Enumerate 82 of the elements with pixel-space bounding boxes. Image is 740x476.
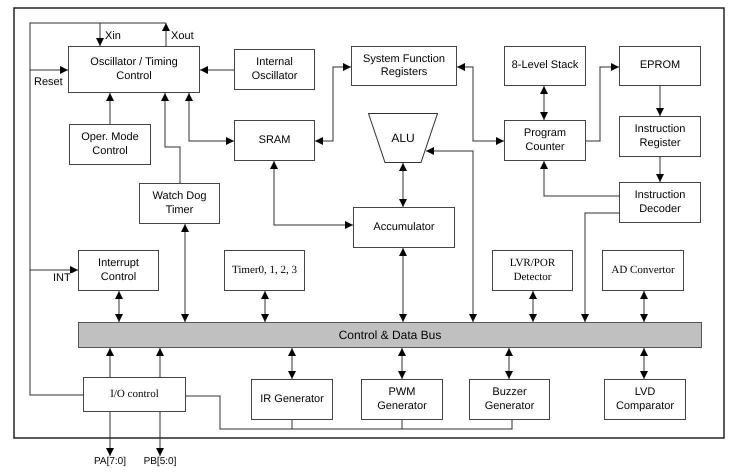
node-label: LVR/POR Detector xyxy=(508,257,556,284)
block-box xyxy=(504,120,586,161)
arrow xyxy=(200,66,234,74)
block-box xyxy=(619,46,701,86)
arrow xyxy=(540,86,548,120)
block-box xyxy=(351,46,457,86)
node-label: EPROM xyxy=(640,59,680,73)
block-box xyxy=(619,116,701,157)
block-box xyxy=(78,250,159,291)
arrow xyxy=(106,92,114,124)
arrow xyxy=(161,92,180,184)
node-label: Program Counter xyxy=(522,127,568,154)
node-label: System Function Registers xyxy=(362,52,446,80)
signal-label: Xout xyxy=(170,31,195,42)
node-label: Instruction Decoder xyxy=(634,189,686,216)
node-label: PA[7:0] xyxy=(94,456,126,468)
block-box xyxy=(492,250,573,291)
block-box xyxy=(234,120,315,161)
block-box xyxy=(83,377,186,412)
node-label: PB[5:0] xyxy=(144,456,176,468)
block-box xyxy=(69,124,151,165)
arrow xyxy=(656,86,664,116)
arrow xyxy=(181,224,189,322)
arrow xyxy=(456,63,504,145)
block-box xyxy=(251,379,333,420)
node-label: 8-Level Stack xyxy=(512,59,578,73)
arrow xyxy=(656,156,664,182)
arrow xyxy=(30,266,84,396)
block-box xyxy=(604,379,686,420)
arrow xyxy=(270,160,354,229)
arrow xyxy=(156,412,164,456)
signal-label: Xin xyxy=(104,31,122,42)
node-label: Internal Oscillator xyxy=(250,56,298,83)
arrow xyxy=(640,290,648,322)
block-box xyxy=(361,379,443,420)
block-box xyxy=(469,379,550,420)
arrow xyxy=(529,290,537,322)
node-label: Accumulator xyxy=(373,220,435,234)
block-box xyxy=(619,182,701,223)
block-box xyxy=(602,250,684,291)
node-label: Oscillator / Timing Control xyxy=(89,56,179,83)
arrow xyxy=(640,348,648,380)
signal-label: Reset xyxy=(33,77,64,88)
arrow xyxy=(185,92,234,145)
arrow xyxy=(505,348,513,380)
arrow xyxy=(314,63,352,145)
arrow xyxy=(261,290,269,322)
node-label: Watch Dog Timer xyxy=(151,190,208,217)
node-label: LVD Comparator xyxy=(614,386,676,413)
node-label: Buzzer Generator xyxy=(484,386,536,413)
arrow xyxy=(586,63,620,142)
node-label: Interrupt Control xyxy=(97,257,140,284)
block-box xyxy=(504,46,586,86)
bus-bar xyxy=(78,322,702,348)
node-label: ALU xyxy=(391,130,415,146)
arrow xyxy=(115,290,123,322)
node-label: SRAM xyxy=(258,134,290,148)
node-label: Timer0, 1, 2, 3 xyxy=(232,264,297,278)
signal-label: INT xyxy=(52,273,72,284)
arrow xyxy=(288,348,296,380)
block-box xyxy=(139,183,220,224)
arrow xyxy=(581,212,620,322)
arrow xyxy=(156,348,164,378)
node-label: AD Convertor xyxy=(611,264,675,278)
block-box xyxy=(68,46,200,93)
block-box xyxy=(234,49,315,90)
arrow xyxy=(399,248,407,322)
arrow xyxy=(399,162,407,208)
block-box xyxy=(353,207,455,248)
arrow xyxy=(540,160,620,196)
node-label: Instruction Register xyxy=(634,123,686,150)
arrow xyxy=(106,348,114,378)
arrow xyxy=(426,147,477,322)
block-box xyxy=(224,250,305,291)
arrow xyxy=(398,348,406,380)
arrow xyxy=(106,412,114,456)
node-label: Oper. Mode Control xyxy=(80,131,140,158)
arrow xyxy=(162,22,170,46)
node-label: PWM Generator xyxy=(376,386,428,413)
node-label: Control & Data Bus xyxy=(338,328,442,342)
node-label: IR Generator xyxy=(260,392,324,406)
node-label: I/O control xyxy=(110,388,159,402)
